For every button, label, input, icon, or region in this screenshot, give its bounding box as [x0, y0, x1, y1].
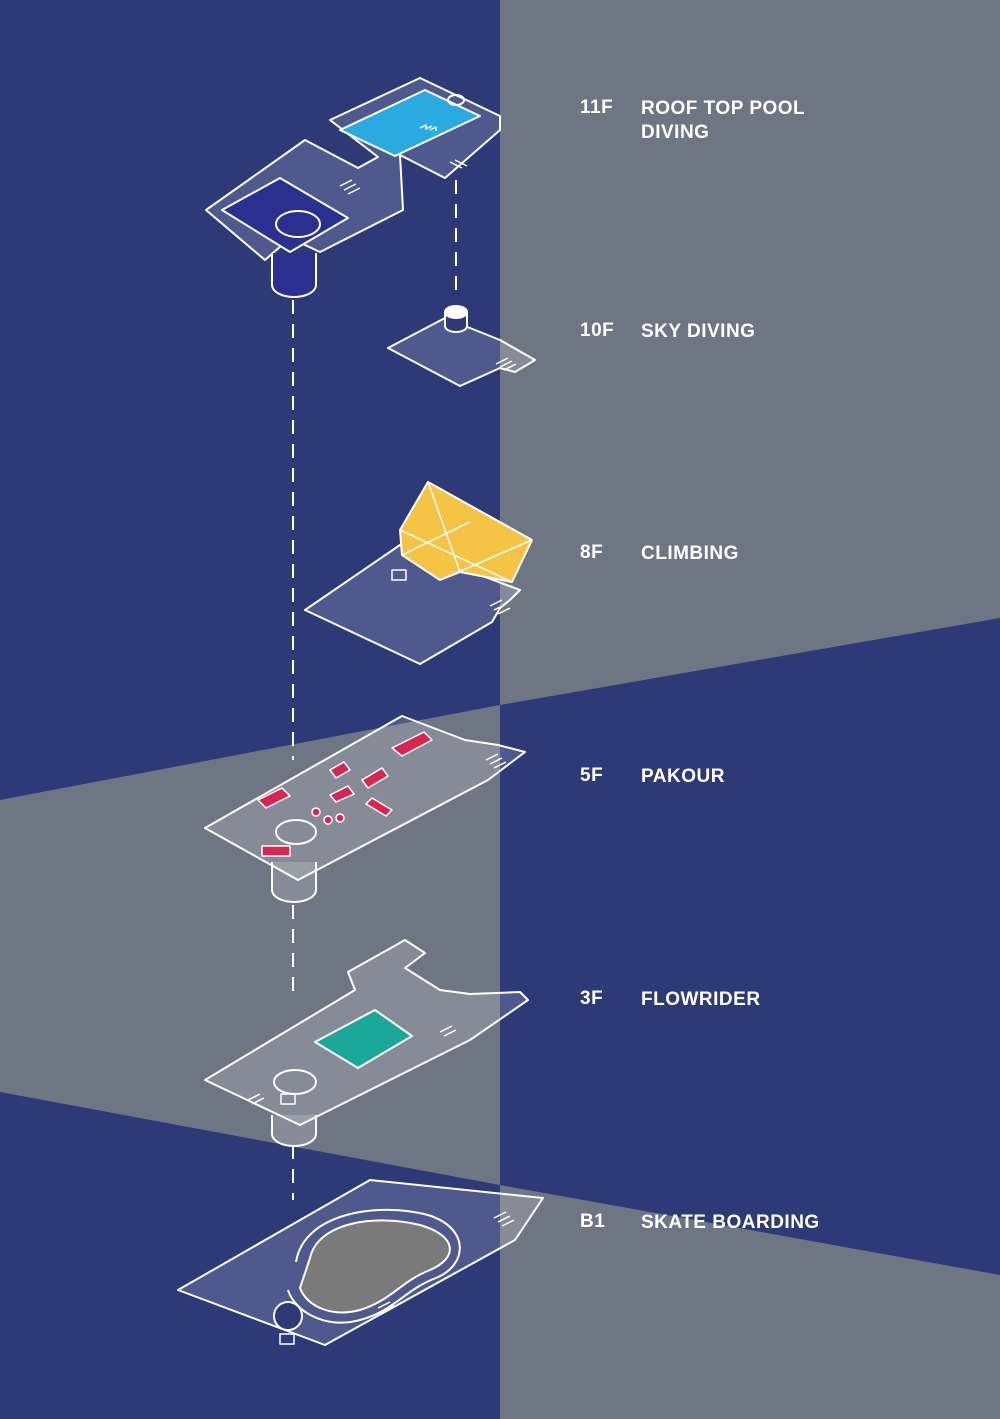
stairs-icon: [339, 159, 468, 195]
elevator-icon: [391, 569, 407, 581]
stairs-icon: [377, 1211, 515, 1313]
floor-label-5f: 5F PAKOUR: [580, 765, 725, 789]
climbing-wall: [399, 481, 533, 583]
sky-diving-tube-top: [444, 305, 468, 319]
floor-code: 8F: [580, 542, 604, 563]
light-beam-navy-right: [500, 618, 1000, 1275]
elevator-icon: [279, 1333, 295, 1345]
floor-name: DIVING: [641, 122, 710, 143]
rooftop-pool-light: [339, 89, 481, 157]
floor-label-10f: 10F SKY DIVING: [580, 320, 755, 344]
floor-label-b1: B1 SKATE BOARDING: [580, 1211, 820, 1235]
plate-8f: [304, 481, 533, 665]
floor-label-3f: 3F FLOWRIDER: [580, 988, 761, 1012]
flowrider-pool: [314, 1009, 413, 1069]
stairs-icon: [489, 599, 511, 615]
plate-10f: [387, 305, 536, 387]
floor-label-8f: 8F CLIMBING: [580, 542, 739, 566]
stairs-icon: [495, 357, 517, 371]
floor-label-11f: 11F ROOF TOP POOL DIVING: [580, 97, 805, 145]
floor-name: PAKOUR: [641, 766, 725, 787]
floor-name: SKY DIVING: [641, 321, 756, 342]
pool-cylinder: [271, 253, 317, 298]
skate-bowl: [299, 1219, 451, 1314]
parkour-obstacles: [257, 731, 433, 857]
pool-circle: [275, 210, 321, 238]
pakour-hole: [275, 819, 317, 845]
skate-bowl-rim: [287, 1208, 461, 1324]
elevator-icon: [419, 124, 437, 131]
pool-round-end: [447, 94, 465, 106]
rooftop-pool-dark: [221, 177, 349, 253]
stairs-icon: [247, 1025, 457, 1105]
floor-code: 10F: [580, 320, 615, 341]
climbing-wall-facets: [399, 481, 533, 583]
floor-code: 5F: [580, 765, 604, 786]
floor-name: CLIMBING: [641, 543, 739, 564]
floor-name: SKATE BOARDING: [641, 1212, 820, 1233]
floor-name: ROOF TOP POOL: [641, 98, 806, 119]
elevator-icon: [280, 1093, 296, 1105]
floor-name: FLOWRIDER: [641, 989, 761, 1010]
plate-5f: [204, 715, 526, 903]
floor-code: B1: [580, 1211, 606, 1232]
plate-5f-deck: [204, 715, 526, 881]
plate-11f: [205, 77, 501, 298]
floor-code: 11F: [580, 97, 614, 118]
light-beam-gray-left: [0, 705, 500, 1185]
plate-b1: [177, 1179, 544, 1346]
plate-3f: [204, 939, 529, 1147]
stairs-icon: [485, 753, 507, 769]
floor-code: 3F: [580, 988, 604, 1009]
skate-hole: [273, 1301, 303, 1331]
